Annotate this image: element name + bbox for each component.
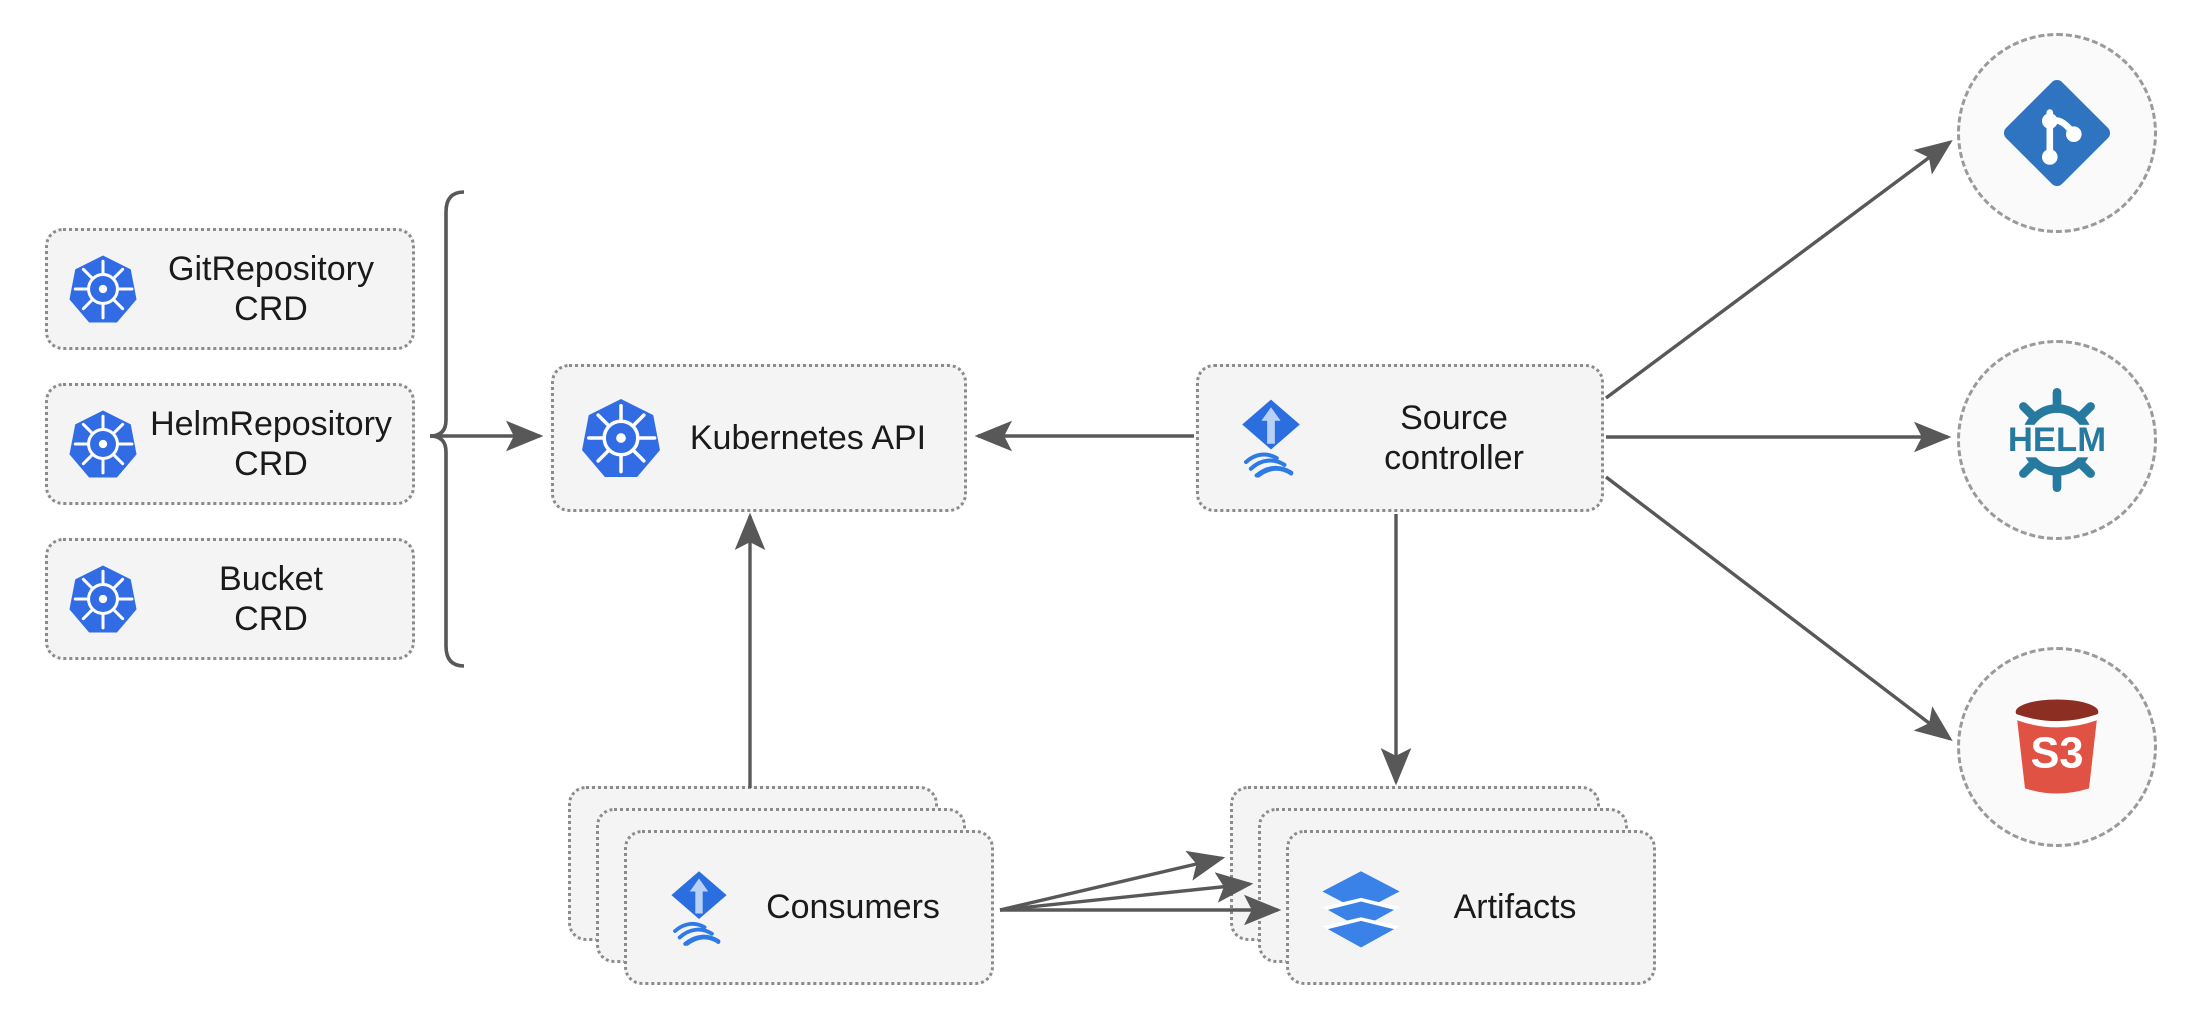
node-helm-source[interactable]: HELM xyxy=(1957,340,2157,540)
node-git-source[interactable] xyxy=(1957,33,2157,233)
edge-consumers-to-artifacts-2 xyxy=(999,872,1254,912)
flux-icon xyxy=(653,862,745,954)
edge-consumers-to-artifacts-1 xyxy=(999,850,1226,912)
kubernetes-icon xyxy=(66,562,140,636)
node-helmrepository-crd[interactable]: HelmRepository CRD xyxy=(45,383,415,505)
node-label: GitRepository CRD xyxy=(168,249,374,328)
consumers-card-front[interactable]: Consumers xyxy=(624,830,994,985)
kubernetes-icon xyxy=(66,252,140,326)
node-label: Artifacts xyxy=(1453,888,1577,927)
artifacts-card-front[interactable]: Artifacts xyxy=(1286,830,1656,985)
layers-icon xyxy=(1315,862,1407,954)
node-kubernetes-api[interactable]: Kubernetes API xyxy=(551,364,967,512)
node-label: Source controller xyxy=(1384,398,1524,477)
helm-icon: HELM xyxy=(1992,375,2122,505)
crd-group-brace xyxy=(429,190,465,668)
git-icon xyxy=(1997,73,2117,193)
node-gitrepository-crd[interactable]: GitRepository CRD xyxy=(45,228,415,350)
flux-icon xyxy=(1223,390,1319,486)
node-label: HelmRepository CRD xyxy=(150,404,392,483)
s3-icon: S3 xyxy=(1995,685,2119,809)
node-label: Bucket CRD xyxy=(219,559,323,638)
node-artifacts[interactable]: Artifacts xyxy=(1230,786,1660,986)
node-consumers[interactable]: Consumers xyxy=(568,786,998,986)
s3-wordmark: S3 xyxy=(2030,730,2083,778)
node-bucket-crd[interactable]: Bucket CRD xyxy=(45,538,415,660)
edge-source-controller-to-s3 xyxy=(1604,475,1953,742)
node-label: Kubernetes API xyxy=(689,418,927,457)
kubernetes-icon xyxy=(578,395,664,481)
kubernetes-icon xyxy=(66,407,140,481)
helm-wordmark: HELM xyxy=(2008,421,2106,459)
edge-source-controller-to-git xyxy=(1604,139,1953,400)
node-source-controller[interactable]: Source controller xyxy=(1196,364,1604,512)
node-s3-source[interactable]: S3 xyxy=(1957,647,2157,847)
node-label: Consumers xyxy=(766,888,940,927)
